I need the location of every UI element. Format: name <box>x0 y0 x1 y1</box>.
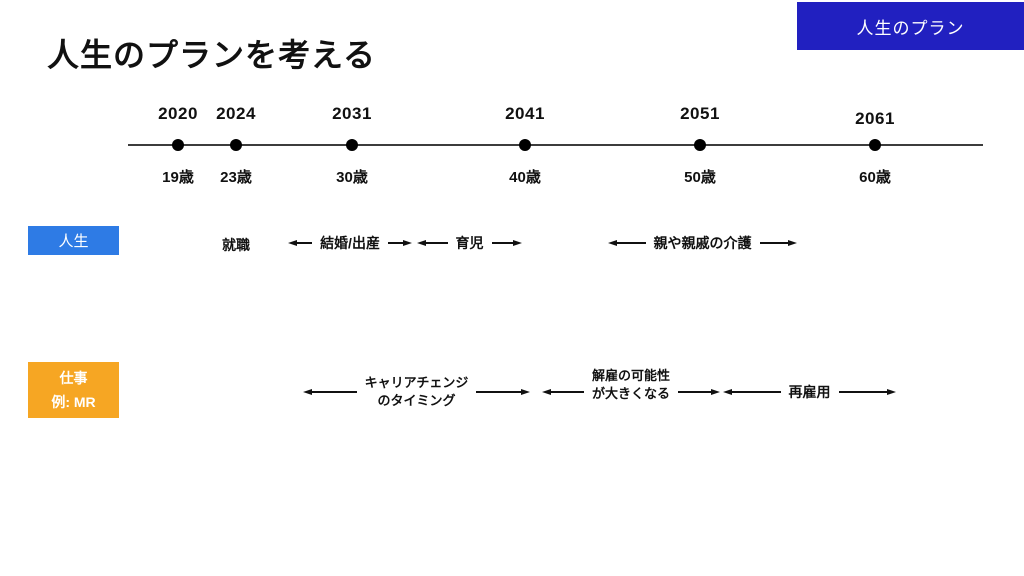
milestone-dot <box>346 139 358 151</box>
milestone-age: 40歳 <box>509 169 541 186</box>
arrowhead-left-icon <box>542 389 551 395</box>
arrow-line <box>838 391 887 393</box>
arrow-line <box>551 391 584 393</box>
work-span-dismissal-risk: 解雇の可能性 が大きくなる <box>542 367 721 414</box>
milestone-age: 23歳 <box>220 169 252 186</box>
milestone-year: 2020 <box>158 104 198 123</box>
span-label: 結婚/出産 <box>320 235 380 251</box>
arrowhead-right-icon <box>788 240 797 246</box>
milestone-dot <box>230 139 242 151</box>
work-row-badge: 仕事 例: MR <box>28 362 119 418</box>
span-label: 解雇の可能性 が大きくなる <box>584 367 678 402</box>
arrowhead-left-icon <box>608 240 617 246</box>
milestone-year: 2061 <box>855 109 895 128</box>
arrow-line <box>491 242 513 244</box>
header-badge-label: 人生のプラン <box>856 18 965 38</box>
milestone-dot <box>519 139 531 151</box>
arrow-line <box>617 242 646 244</box>
milestone-dot <box>694 139 706 151</box>
arrowhead-left-icon <box>723 389 732 395</box>
life-row-badge-label: 人生 <box>58 233 89 250</box>
milestone-year: 2051 <box>680 104 720 123</box>
arrow-line <box>387 242 404 244</box>
milestone-year: 2041 <box>505 104 545 123</box>
span-label: 親や親戚の介護 <box>653 235 752 251</box>
arrowhead-left-icon <box>303 389 312 395</box>
arrowhead-right-icon <box>403 240 413 246</box>
span-label: 再雇用 <box>788 384 831 400</box>
arrowhead-right-icon <box>521 389 530 395</box>
work-span-career-change: キャリアチェンジ のタイミング <box>303 370 530 414</box>
span-label: キャリアチェンジ のタイミング <box>357 374 477 409</box>
arrowhead-right-icon <box>887 389 896 395</box>
arrowhead-left-icon <box>417 240 426 246</box>
life-span-childcare: 育児 <box>417 231 522 255</box>
life-span-marriage-birth: 結婚/出産 <box>288 231 413 255</box>
milestone-dot <box>172 139 184 151</box>
arrow-line <box>476 391 521 393</box>
arrow-line <box>312 391 357 393</box>
span-label-line1: キャリアチェンジ <box>364 375 469 391</box>
employment-label: 就職 <box>222 237 250 253</box>
work-span-reemployment: 再雇用 <box>723 380 896 404</box>
arrow-line <box>297 242 313 244</box>
milestone-year: 2031 <box>332 104 372 123</box>
arrow-line <box>426 242 448 244</box>
header-badge: 人生のプラン <box>797 2 1024 50</box>
arrow-line <box>759 242 788 244</box>
life-span-parent-care: 親や親戚の介護 <box>608 231 797 255</box>
span-label: 育児 <box>455 235 484 251</box>
timeline-line <box>128 144 983 146</box>
work-row-badge-label: 仕事 <box>59 370 88 386</box>
milestone-age: 19歳 <box>162 169 194 186</box>
arrowhead-left-icon <box>288 240 297 246</box>
page-title: 人生のプランを考える <box>47 37 377 73</box>
milestone-dot <box>869 139 881 151</box>
span-label-line2: が大きくなる <box>592 386 671 401</box>
arrow-line <box>678 391 712 393</box>
milestone-age: 50歳 <box>684 169 716 186</box>
span-label-line2: のタイミング <box>377 393 456 408</box>
span-label-line1: 解雇の可能性 <box>592 368 671 384</box>
arrow-line <box>732 391 781 393</box>
arrowhead-right-icon <box>513 240 522 246</box>
work-row-badge-sublabel: 例: MR <box>51 394 96 410</box>
milestone-year: 2024 <box>216 104 256 123</box>
life-row-badge: 人生 <box>28 226 119 255</box>
arrowhead-right-icon <box>711 389 721 395</box>
milestone-age: 60歳 <box>859 169 891 186</box>
milestone-age: 30歳 <box>336 169 368 186</box>
